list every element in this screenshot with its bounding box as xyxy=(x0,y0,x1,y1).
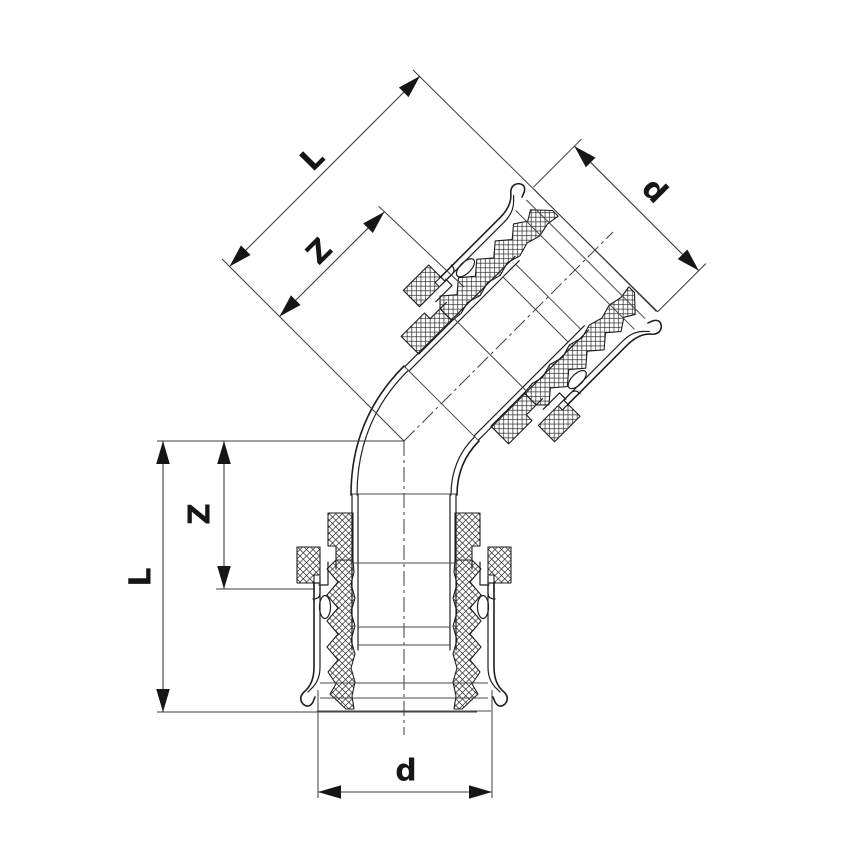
centerlines xyxy=(403,231,614,735)
dimension-arrowheads xyxy=(156,71,704,799)
dim-line-d-upper xyxy=(574,145,700,271)
label-d-upper: d xyxy=(634,171,674,211)
dim-line-Z-diagonal xyxy=(279,211,385,317)
dimension-labels: L Z d L Z d xyxy=(124,140,675,788)
centerline-diagonal xyxy=(403,231,614,442)
fitting-elbow xyxy=(297,174,671,711)
dim-line-L-diagonal xyxy=(229,75,421,267)
label-d-bottom: d xyxy=(395,754,416,789)
dimension-lines xyxy=(162,75,700,793)
label-Z-diagonal: Z xyxy=(300,232,340,272)
label-Z-left: Z xyxy=(183,503,218,525)
elbow-bend-body xyxy=(350,365,480,496)
extension-lines xyxy=(157,69,707,798)
label-L-left: L xyxy=(124,567,159,586)
label-L-diagonal: L xyxy=(294,140,332,178)
